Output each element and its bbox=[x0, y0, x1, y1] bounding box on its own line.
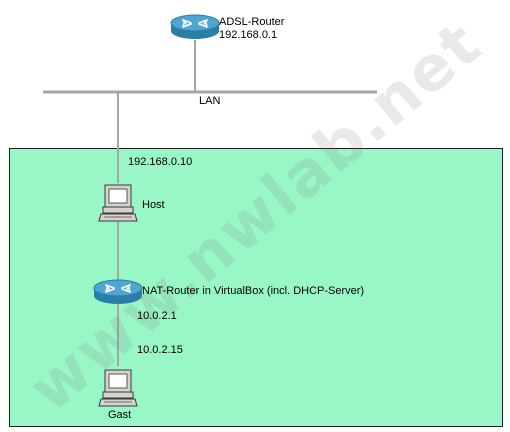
nat-router-name: NAT-Router in VirtualBox (incl. DHCP-Ser… bbox=[142, 285, 365, 297]
adsl-router-ip: 192.168.0.1 bbox=[219, 29, 278, 41]
nat-router-icon bbox=[93, 279, 143, 305]
host-name: Host bbox=[142, 199, 165, 211]
adsl-router-icon bbox=[170, 14, 220, 40]
host-computer-icon bbox=[98, 184, 138, 222]
adsl-router-name: ADSL-Router bbox=[219, 16, 285, 28]
guest-ip: 10.0.2.15 bbox=[137, 344, 183, 356]
nat-router-ip: 10.0.2.1 bbox=[137, 310, 177, 322]
lan-label: LAN bbox=[199, 95, 221, 107]
guest-computer-icon bbox=[98, 369, 138, 407]
virtualbox-zone bbox=[9, 148, 503, 427]
host-ip: 192.168.0.10 bbox=[128, 156, 193, 168]
guest-name: Gast bbox=[108, 409, 132, 421]
